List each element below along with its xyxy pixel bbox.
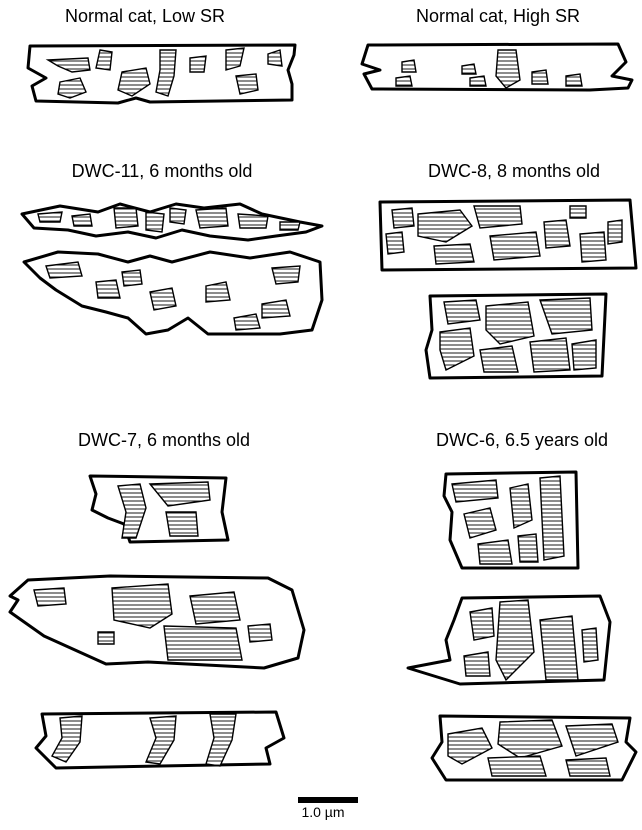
- panel-title-dwc6: DWC-6, 6.5 years old: [436, 430, 608, 451]
- scale-bar: [298, 797, 358, 803]
- scale-bar-label: 1.0 µm: [301, 804, 344, 820]
- section-normal-low: [28, 45, 295, 103]
- section-dwc6: [408, 472, 636, 780]
- section-normal-high: [362, 44, 632, 90]
- panel-title-normal-high: Normal cat, High SR: [416, 6, 580, 27]
- panel-title-dwc7: DWC-7, 6 months old: [78, 430, 250, 451]
- panel-title-dwc8: DWC-8, 8 months old: [428, 161, 600, 182]
- panel-title-dwc11: DWC-11, 6 months old: [72, 161, 253, 182]
- section-dwc8: [380, 200, 636, 378]
- panel-title-normal-low: Normal cat, Low SR: [65, 6, 225, 27]
- section-dwc11: [22, 204, 322, 334]
- section-dwc7: [10, 476, 304, 768]
